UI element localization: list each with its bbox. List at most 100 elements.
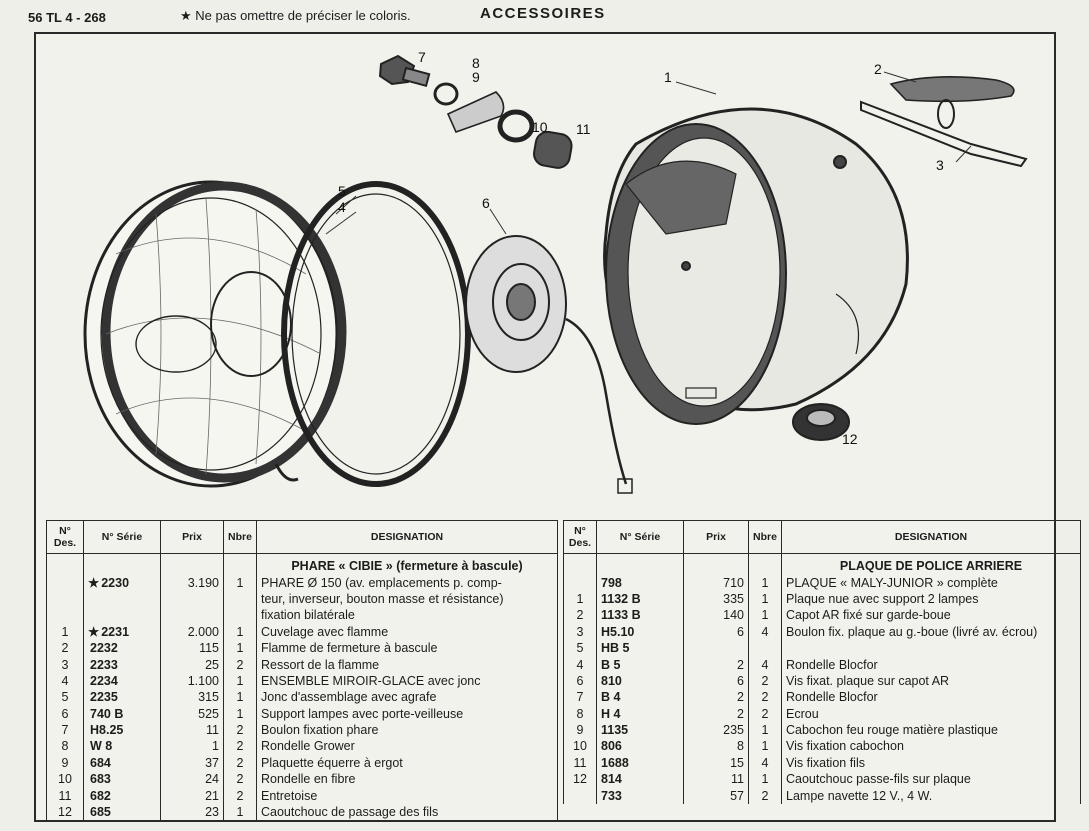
prix-cell-text: 11: [731, 772, 744, 787]
designation-cell: Rondelle en fibre: [256, 771, 558, 788]
des-cell-text: 10: [58, 772, 72, 787]
des-cell-text: 2: [61, 641, 69, 656]
prix-cell: 57: [683, 787, 749, 804]
callout-5: 5: [338, 183, 346, 199]
col-header-designation: DESIGNATION: [781, 520, 1081, 554]
prix-cell: 315: [160, 689, 224, 706]
designation-cell: Cuvelage avec flamme: [256, 623, 558, 640]
nbre-cell: 1: [748, 738, 782, 755]
serie-cell: 685: [83, 803, 161, 821]
bolt-and-washers: [378, 54, 573, 169]
designation-cell: fixation bilatérale: [256, 607, 558, 624]
serie-cell-text: 682: [90, 788, 111, 803]
prix-cell: 335: [683, 590, 749, 608]
nbre-cell: 1: [223, 803, 257, 821]
col-header-prix: Prix: [683, 520, 749, 554]
serie-cell-text: 1133 B: [601, 608, 641, 623]
serie-cell-text: B 4: [601, 690, 621, 705]
designation-cell-text: Entretoise: [261, 788, 318, 803]
prix-cell: 6: [683, 672, 749, 690]
callout-2: 2: [874, 61, 882, 77]
prix-cell: 21: [160, 787, 224, 804]
des-cell: 12: [46, 803, 84, 821]
des-cell: 10: [563, 738, 597, 755]
prix-cell-text: 2: [737, 706, 744, 721]
serie-cell: ★2230: [83, 574, 161, 591]
serie-cell: HB 5: [596, 639, 684, 657]
nbre-cell-text: 1: [761, 575, 769, 590]
nbre-cell-text: 2: [761, 706, 769, 721]
des-cell-text: 9: [61, 755, 69, 770]
nbre-cell-text: 1: [236, 690, 244, 705]
serie-cell: 1133 B: [596, 607, 684, 624]
serie-cell-text: 810: [601, 673, 622, 688]
prix-cell: 11: [683, 771, 749, 788]
lamp-support: [465, 235, 633, 494]
serie-cell: 684: [83, 754, 161, 772]
designation-cell-text: Capot AR fixé sur garde-boue: [786, 608, 951, 623]
prix-cell-text: 315: [198, 690, 219, 705]
nbre-cell: 2: [748, 705, 782, 722]
des-cell-text: 4: [61, 673, 69, 688]
nbre-cell: 1: [223, 672, 257, 690]
designation-cell-text: Vis fixation fils: [786, 755, 865, 770]
serie-cell: 740 B: [83, 705, 161, 722]
prix-cell: [160, 590, 224, 608]
nbre-cell: 2: [223, 656, 257, 673]
designation-cell: Caoutchouc de passage des fils: [256, 803, 558, 821]
serie-cell: 798: [596, 574, 684, 591]
designation-cell: Boulon fixation phare: [256, 721, 558, 739]
serie-cell-text: 2234: [90, 673, 118, 688]
serie-cell-text: 1135: [601, 723, 629, 738]
designation-cell: Cabochon feu rouge matière plastique: [781, 721, 1081, 739]
callout-leaders: [325, 71, 972, 437]
prix-cell: 115: [160, 639, 224, 657]
callout-3: 3: [936, 157, 944, 173]
col-header-prix: Prix: [160, 520, 224, 554]
prix-cell-text: 140: [723, 608, 744, 623]
nbre-cell: 2: [223, 771, 257, 788]
des-cell: 1: [563, 590, 597, 608]
nbre-cell: 4: [748, 623, 782, 640]
nbre-cell-text: 2: [761, 690, 769, 705]
prix-cell-text: 25: [205, 657, 219, 672]
des-cell-text: 1: [576, 591, 584, 606]
designation-cell: PHARE Ø 150 (av. emplacements p. comp-: [256, 574, 558, 591]
prix-cell-text: 6: [737, 673, 744, 688]
des-cell-text: 12: [58, 805, 72, 820]
designation-cell: Plaquette équerre à ergot: [256, 754, 558, 772]
des-cell-text: 7: [576, 690, 584, 705]
prix-cell-text: 24: [205, 772, 219, 787]
nbre-cell: 1: [223, 705, 257, 722]
prix-cell: 25: [160, 656, 224, 673]
nbre-cell: 1: [748, 590, 782, 608]
col-header-des: N° Des.: [563, 520, 597, 554]
prix-cell: 3.190: [160, 574, 224, 591]
designation-cell: Caoutchouc passe-fils sur plaque: [781, 771, 1081, 788]
prix-cell-text: 525: [198, 706, 219, 721]
nbre-cell-text: 2: [761, 673, 769, 688]
nbre-cell: 1: [223, 623, 257, 640]
des-cell: 6: [46, 705, 84, 722]
assembly-ring: [281, 181, 471, 487]
designation-cell-text: Plaquette équerre à ergot: [261, 755, 403, 770]
section-title: PLAQUE DE POLICE ARRIERE: [781, 553, 1081, 575]
table-row: teur, inverseur, bouton masse et résista…: [46, 590, 558, 608]
color-note: ★ Ne pas omettre de préciser le coloris.: [180, 8, 411, 23]
serie-cell: [83, 590, 161, 608]
col-header-serie: N° Série: [83, 520, 161, 554]
des-cell: 7: [46, 721, 84, 739]
prix-cell-text: 57: [730, 788, 744, 803]
nbre-cell: 1: [748, 771, 782, 788]
des-cell: 9: [563, 721, 597, 739]
des-cell-text: 2: [576, 608, 584, 623]
